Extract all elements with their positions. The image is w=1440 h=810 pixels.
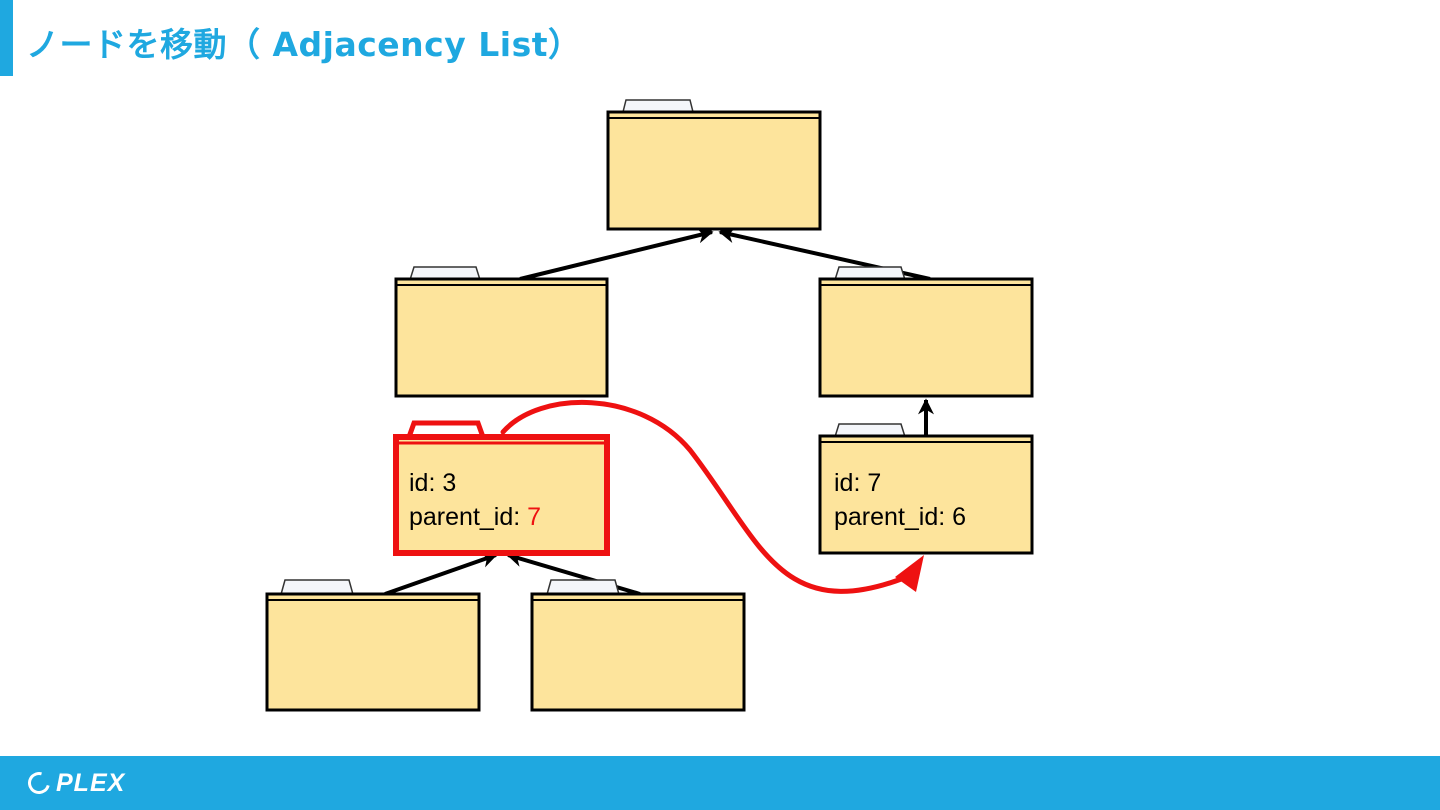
folder-root — [606, 99, 822, 231]
edge-leaf-right-to-moved — [506, 551, 641, 596]
node-3-id-label: id: 3 — [409, 469, 456, 497]
move-arrow — [500, 399, 924, 594]
folder-node-3-moved: id: 3 parent_id: 7 — [393, 420, 610, 556]
edge-left-to-root — [519, 227, 714, 281]
node-3-parent-prefix: parent_id: — [409, 503, 527, 531]
tree-diagram: id: 7 parent_id: 6 id: 3 parent_id: 7 — [265, 99, 1034, 712]
node-3-parent-value: 7 — [527, 503, 541, 531]
folder-leaf-left — [265, 579, 481, 712]
slide-title: ノードを移動（ Adjacency List） — [26, 25, 582, 64]
logo-text: PLEX — [56, 768, 126, 797]
node-7-parent-label: parent_id: 6 — [834, 503, 966, 531]
folder-left-child — [394, 266, 609, 398]
footer-bar: PLEX — [0, 756, 1440, 810]
node-3-parent-label: parent_id: 7 — [409, 503, 541, 531]
ring-icon — [23, 767, 55, 799]
folder-node-7: id: 7 parent_id: 6 — [818, 423, 1034, 555]
node-7-id-label: id: 7 — [834, 469, 881, 497]
folder-leaf-right — [530, 579, 746, 712]
folder-right-child — [818, 266, 1034, 398]
title-accent-bar — [0, 0, 13, 76]
edge-leaf-left-to-moved — [384, 552, 498, 596]
plex-logo: PLEX — [23, 765, 126, 801]
